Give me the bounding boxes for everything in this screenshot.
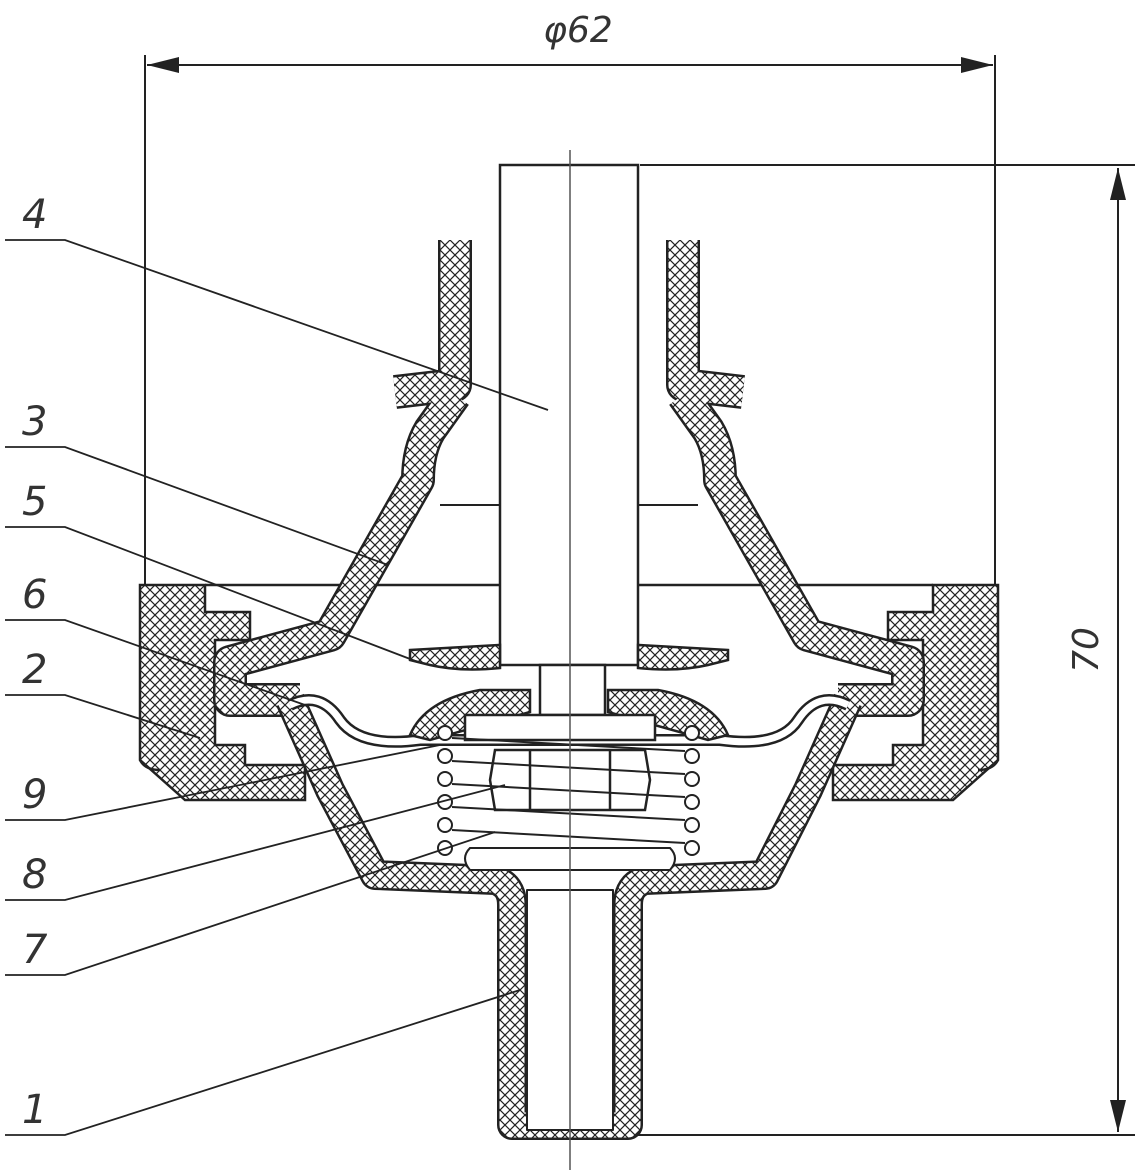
- diameter-dimension-text: φ62: [543, 10, 613, 51]
- part-label-1: 1: [22, 1087, 47, 1133]
- part-label-4: 4: [22, 192, 47, 238]
- part-label-7: 7: [22, 927, 48, 973]
- height-dimension-text: 70: [1066, 627, 1107, 673]
- leader-lines: [5, 239, 549, 1136]
- part-7-spring: [437, 725, 700, 856]
- part-label-5: 5: [22, 479, 47, 525]
- part-4-stem: [498, 163, 640, 717]
- spring-wire: [451, 760, 686, 775]
- spring-coil: [684, 725, 700, 741]
- spring-coil: [684, 771, 700, 787]
- spring-coil: [684, 794, 700, 810]
- part-3-housing: [213, 240, 925, 717]
- spring-wire: [451, 829, 686, 844]
- spring-coil: [437, 748, 453, 764]
- spring-coil: [437, 817, 453, 833]
- spring-wire: [451, 806, 686, 821]
- spring-coil: [437, 725, 453, 741]
- spring-wire: [451, 783, 686, 798]
- spring-wire: [451, 737, 686, 752]
- height-dimension: [615, 164, 1135, 1136]
- diameter-dimension: [144, 55, 996, 590]
- spring-coil: [684, 817, 700, 833]
- part-label-3: 3: [22, 399, 47, 445]
- part-2-outer-ring: [138, 583, 1000, 802]
- part-label-8: 8: [22, 852, 47, 898]
- part-label-6: 6: [22, 572, 47, 618]
- spring-coil: [684, 748, 700, 764]
- spring-coil: [684, 840, 700, 856]
- spring-coil: [437, 771, 453, 787]
- part-label-2: 2: [22, 647, 47, 693]
- part-label-9: 9: [22, 772, 47, 818]
